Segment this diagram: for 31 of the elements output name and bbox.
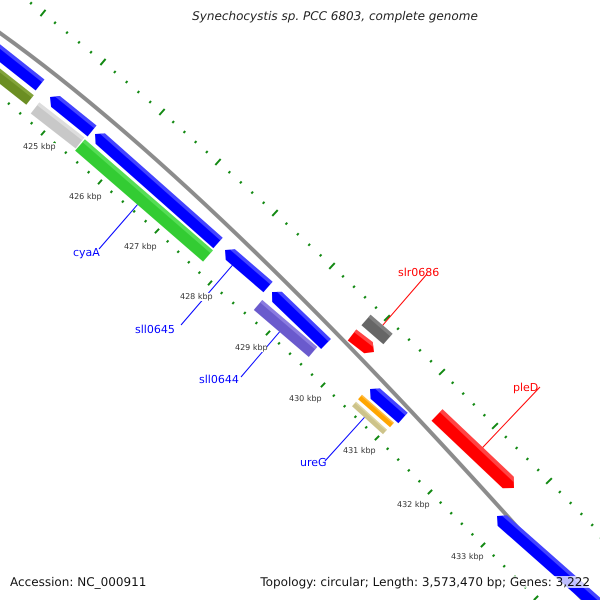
title: Synechocystis sp. PCC 6803, complete genome [191, 10, 479, 22]
gene-feature [272, 292, 331, 350]
footer-text: Accession: NC_000911 [10, 576, 146, 588]
gene-feature [225, 249, 273, 292]
gene-label: cyaA [73, 247, 100, 258]
gene-label: sll0644 [199, 374, 239, 385]
tick-label: 428 kbp [180, 293, 212, 301]
gene-feature [432, 409, 514, 488]
gene-feature [361, 314, 393, 344]
tick-label: 432 kbp [397, 501, 429, 509]
gene-feature [370, 388, 408, 424]
tick-label: 429 kbp [235, 344, 267, 352]
tick-label: 431 kbp [343, 447, 375, 455]
gene-feature [50, 96, 96, 136]
tick-label: 426 kbp [69, 193, 101, 201]
gene-label: pleD [513, 382, 538, 393]
leader-line [382, 274, 428, 326]
tick-label: 433 kbp [451, 553, 483, 561]
gene-label: sll0645 [135, 324, 175, 335]
leader-line [98, 204, 138, 250]
leader-line [324, 416, 365, 462]
footer-text: Topology: circular; Length: 3,573,470 bp; Genes: 3,222 [260, 576, 590, 588]
leader-line [240, 331, 280, 378]
tick-label: 427 kbp [124, 243, 156, 251]
gene-label: ureG [300, 457, 327, 468]
leader-line [482, 386, 540, 448]
tick-label: 425 kbp [23, 143, 55, 151]
leader-line [180, 264, 233, 326]
gene-feature [348, 329, 374, 354]
gene-label: slr0686 [398, 267, 440, 278]
tick-label: 430 kbp [289, 395, 321, 403]
